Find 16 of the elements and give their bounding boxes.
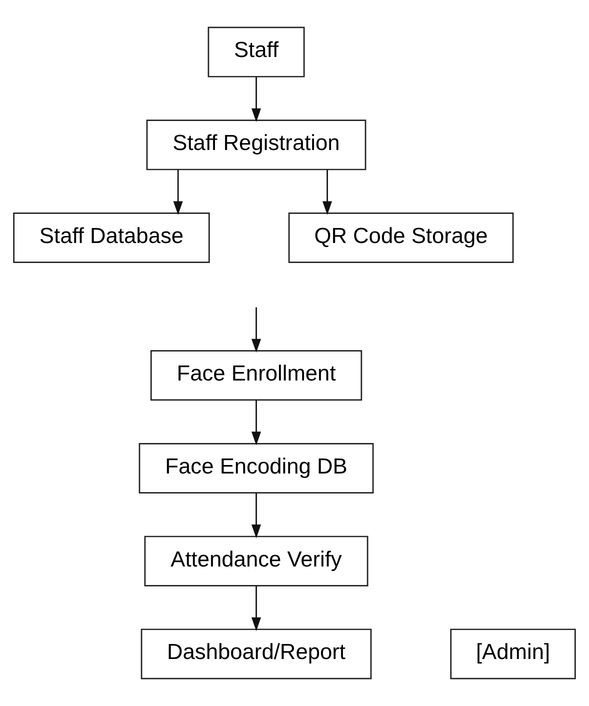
arrow	[251, 586, 262, 632]
arrow	[251, 493, 262, 538]
node-box: Staff Database	[13, 212, 210, 264]
node-box: Dashboard/Report	[140, 628, 372, 680]
node-box: QR Code Storage	[288, 212, 514, 264]
arrow	[251, 400, 262, 446]
arrow	[173, 170, 183, 215]
arrow	[251, 76, 262, 122]
node-box: Staff Registration	[146, 120, 366, 170]
node-box: Staff	[208, 26, 305, 78]
node-box: Face Enrollment	[150, 350, 362, 401]
node-box: [Admin]	[450, 628, 576, 680]
node-box: Face Encoding DB	[138, 442, 374, 494]
node-box: Attendance Verify	[144, 536, 368, 586]
arrow	[322, 170, 332, 215]
arrow	[251, 307, 262, 353]
